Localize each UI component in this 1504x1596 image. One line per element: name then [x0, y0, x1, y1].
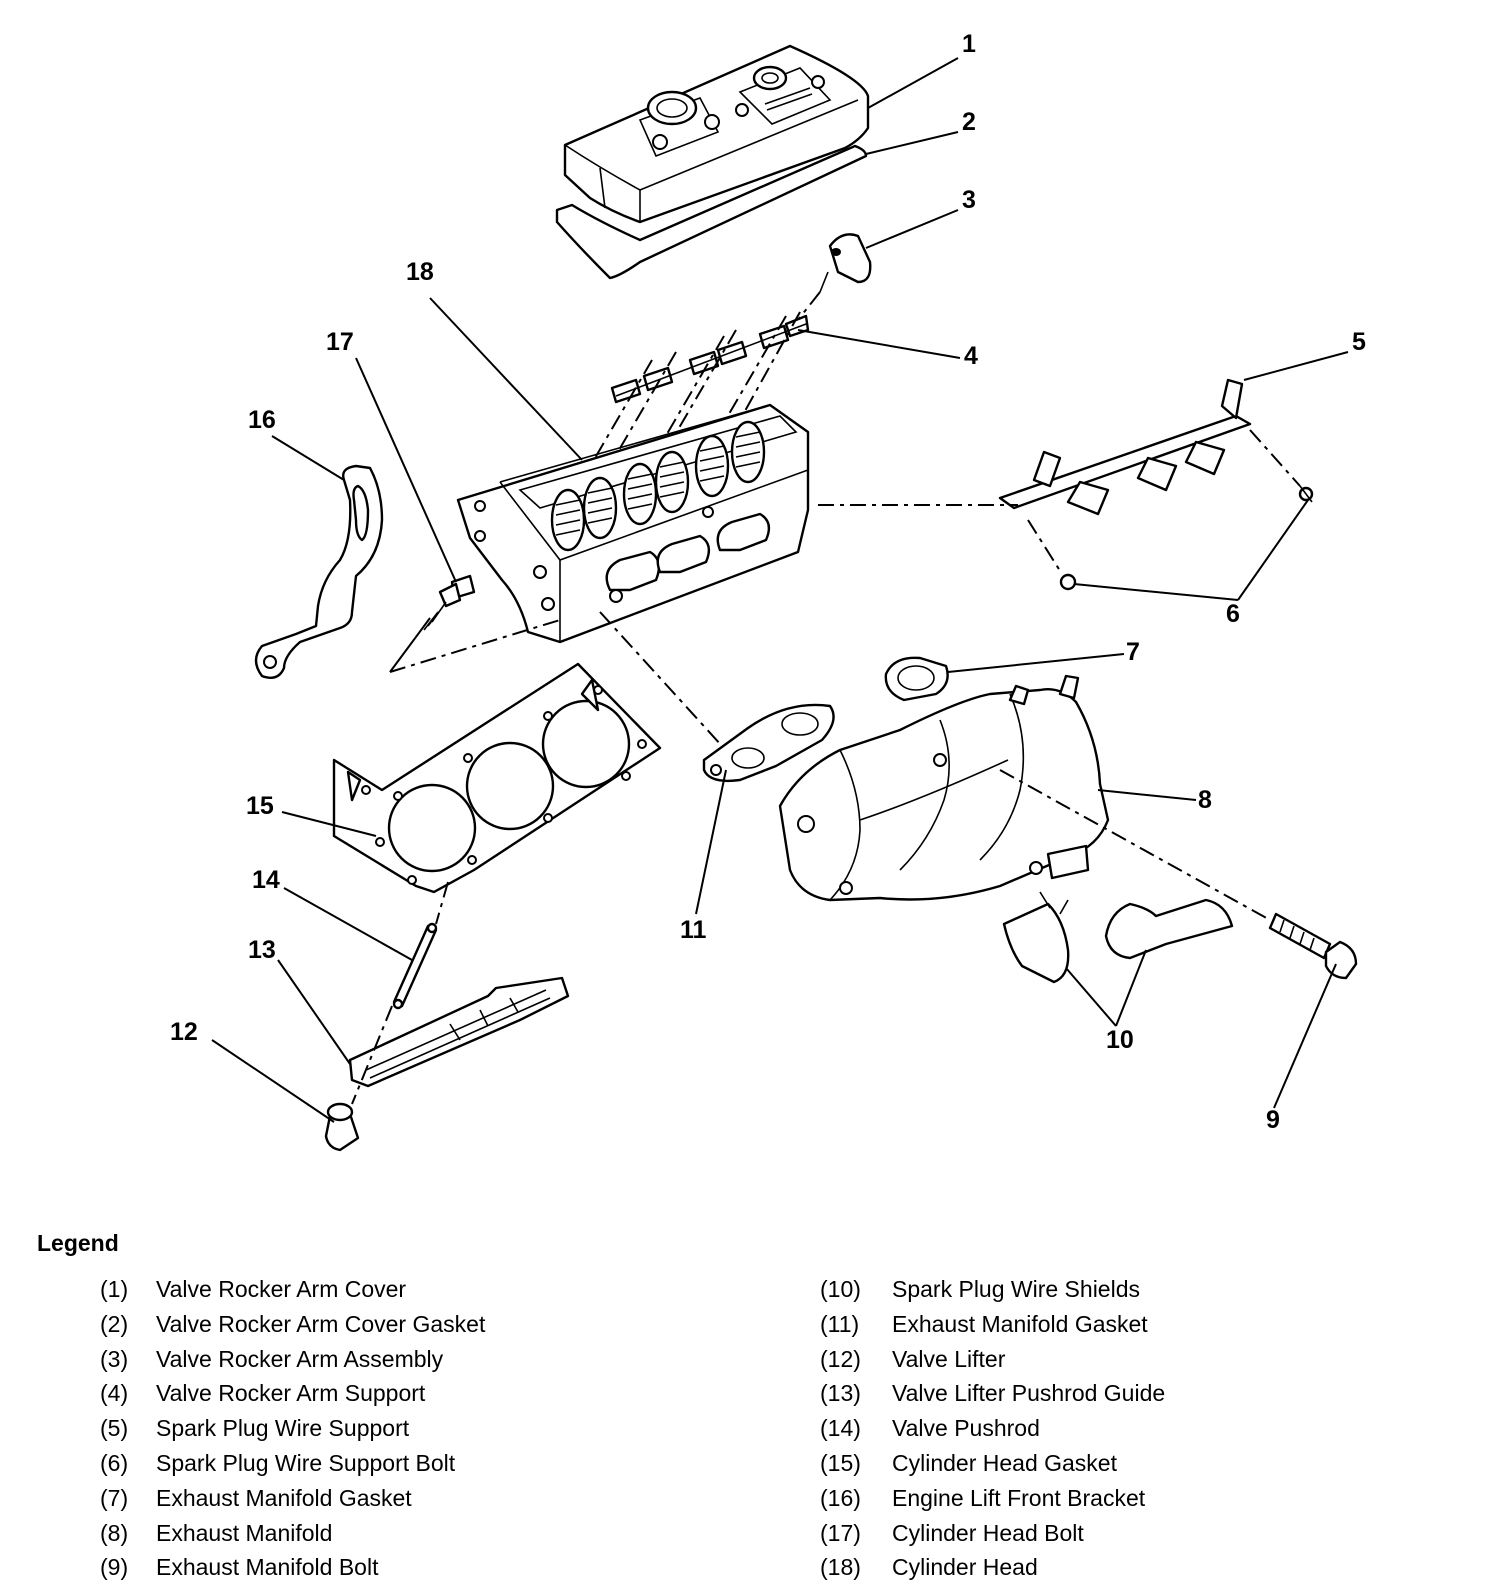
- legend-item-number: (16): [820, 1484, 861, 1511]
- valve-rocker-arm-assembly: [789, 233, 872, 331]
- legend-item-number: (1): [100, 1276, 129, 1302]
- spark-plug-wire-shields: [1002, 891, 1234, 984]
- legend-item-number: (10): [820, 1276, 861, 1302]
- exhaust-manifold: [778, 674, 1110, 902]
- callout-18: 18: [406, 258, 434, 286]
- callout-15: 15: [246, 792, 274, 820]
- exploded-view-diagram: 1 2 3 4 5 6 7 8 9 10 11 12 13 14 15 16 1…: [170, 30, 1366, 1152]
- valve-lifter-pushrod-guide: [348, 976, 570, 1088]
- exhaust-ports: [605, 512, 771, 592]
- legend-item-label: Valve Lifter Pushrod Guide: [892, 1380, 1166, 1407]
- callout-4: 4: [964, 342, 978, 370]
- leader-lines: [211, 57, 1349, 1123]
- valve-springs: [550, 420, 766, 552]
- legend-item-label: Valve Rocker Arm Cover Gasket: [156, 1310, 486, 1337]
- legend-item-number: (17): [820, 1519, 861, 1546]
- rocker-alignment-lines: [587, 311, 801, 471]
- legend-item-label: Spark Plug Wire Support: [156, 1415, 410, 1442]
- legend-item-number: (15): [820, 1449, 861, 1476]
- legend-item-label: Valve Rocker Arm Assembly: [156, 1345, 444, 1372]
- callout-numbers: 1 2 3 4 5 6 7 8 9 10 11 12 13 14 15 16 1…: [170, 30, 1366, 1134]
- valve-rocker-arm-cover: [563, 44, 870, 224]
- callout-3: 3: [962, 186, 976, 214]
- engine-lift-front-bracket: [254, 464, 384, 679]
- callout-13: 13: [248, 936, 276, 964]
- legend-item-label: Valve Lifter: [892, 1345, 1006, 1372]
- legend-item-number: (8): [100, 1519, 129, 1546]
- cylinder-head-bolt: [423, 574, 476, 631]
- callout-8: 8: [1198, 786, 1212, 814]
- legend-item-label: Exhaust Manifold Gasket: [156, 1484, 412, 1511]
- exhaust-manifold-gasket-upper: [884, 656, 949, 702]
- callout-7: 7: [1126, 638, 1140, 666]
- exhaust-manifold-gasket-lower: [702, 703, 835, 783]
- exhaust-manifold-bolt: [1268, 912, 1358, 980]
- legend-item-number: (13): [820, 1380, 861, 1407]
- legend-item-label: Cylinder Head Bolt: [892, 1519, 1084, 1546]
- legend-item-number: (18): [820, 1554, 861, 1581]
- valve-pushrod: [392, 922, 438, 1010]
- legend-item-label: Exhaust Manifold Bolt: [156, 1554, 379, 1581]
- legend-item-number: (12): [820, 1345, 861, 1372]
- legend-item-label: Cylinder Head: [892, 1554, 1038, 1581]
- legend-item-number: (5): [100, 1415, 129, 1442]
- callout-5: 5: [1352, 328, 1366, 356]
- spark-plug-wire-support: [998, 378, 1252, 516]
- callout-10: 10: [1106, 1026, 1134, 1054]
- cylinder-head-gasket: [332, 662, 662, 894]
- cylinder-head: [456, 403, 810, 644]
- legend-item-number: (2): [100, 1310, 129, 1337]
- legend-item-label: Valve Rocker Arm Cover: [156, 1276, 407, 1302]
- callout-14: 14: [252, 866, 280, 894]
- legend-item-number: (14): [820, 1415, 861, 1442]
- callout-12: 12: [170, 1018, 198, 1046]
- callout-1: 1: [962, 30, 976, 58]
- callout-11: 11: [680, 916, 707, 944]
- legend-item-number: (7): [100, 1484, 129, 1511]
- legend-item-number: (6): [100, 1449, 129, 1476]
- legend-item-label: Cylinder Head Gasket: [892, 1449, 1117, 1476]
- legend-item-label: Valve Rocker Arm Support: [156, 1380, 426, 1407]
- legend-item-label: Spark Plug Wire Shields: [892, 1276, 1140, 1302]
- callout-6: 6: [1226, 600, 1240, 628]
- callout-9: 9: [1266, 1106, 1280, 1134]
- legend-item-label: Valve Pushrod: [892, 1415, 1040, 1442]
- callout-17: 17: [326, 328, 354, 356]
- legend-item-number: (4): [100, 1380, 129, 1407]
- legend-item-label: Spark Plug Wire Support Bolt: [156, 1449, 456, 1476]
- legend-item-number: (3): [100, 1345, 129, 1372]
- legend-item-label: Exhaust Manifold Gasket: [892, 1310, 1148, 1337]
- alignment-lines: [351, 429, 1301, 1105]
- legend-item-number: (9): [100, 1554, 129, 1581]
- callout-16: 16: [248, 406, 276, 434]
- legend-item-number: (11): [820, 1310, 860, 1337]
- callout-2: 2: [962, 108, 976, 136]
- spark-plug-wire-support-bolt: [1059, 485, 1314, 591]
- valve-lifter: [324, 1102, 360, 1152]
- legend-item-label: Engine Lift Front Bracket: [892, 1484, 1146, 1511]
- legend-title: Legend: [37, 1230, 119, 1256]
- legend-item-label: Exhaust Manifold: [156, 1519, 333, 1546]
- valve-rocker-arm-cover-gasket: [555, 144, 868, 280]
